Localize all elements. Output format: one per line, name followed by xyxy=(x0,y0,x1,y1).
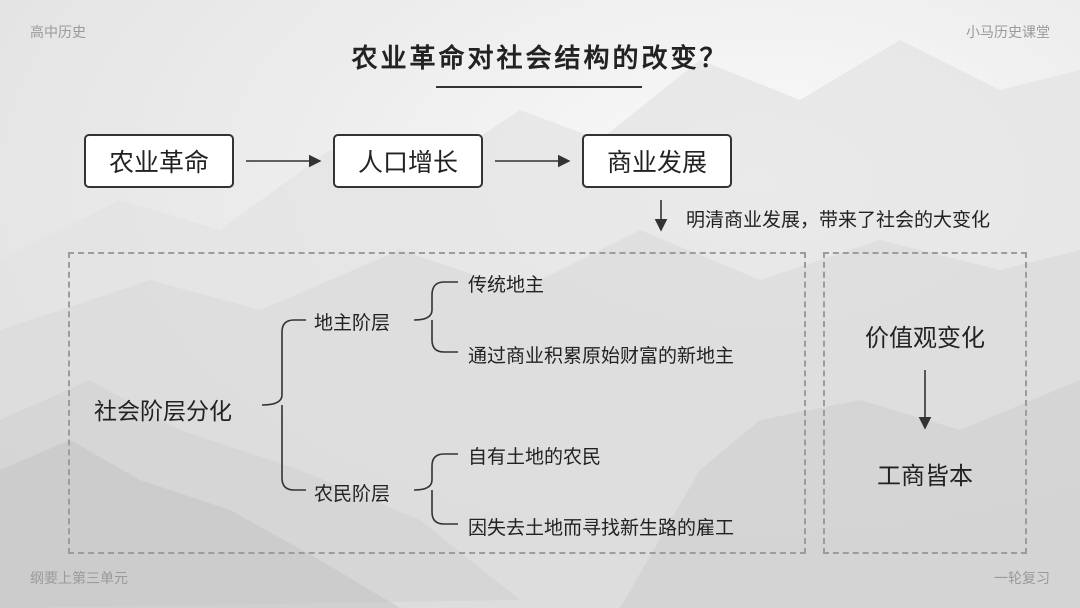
flow-box-commerce-development: 商业发展 xyxy=(582,134,732,188)
footer-unit: 纲要上第三单元 xyxy=(30,571,128,587)
social-strata-panel xyxy=(68,252,806,554)
flow-box-agri-revolution: 农业革命 xyxy=(84,134,234,188)
group-landlord: 地主阶层 xyxy=(314,312,391,334)
item-new-landlord: 通过商业积累原始财富的新地主 xyxy=(468,345,735,367)
item-traditional-landlord: 传统地主 xyxy=(468,274,545,296)
root-social-stratification: 社会阶层分化 xyxy=(94,399,232,425)
values-change: 价值观变化 xyxy=(865,324,985,352)
flow-box-population-growth: 人口增长 xyxy=(333,134,483,188)
title-underline xyxy=(436,86,642,88)
header-channel: 小马历史课堂 xyxy=(966,25,1050,41)
landlord-bracket xyxy=(413,281,458,353)
item-hired-laborer: 因失去土地而寻找新生路的雇工 xyxy=(468,517,735,539)
page-title: 农业革命对社会结构的改变？ xyxy=(351,44,729,74)
values-panel xyxy=(823,252,1027,554)
footer-review: 一轮复习 xyxy=(994,571,1050,587)
item-landed-peasant: 自有土地的农民 xyxy=(468,446,602,468)
values-commerce-fundamental: 工商皆本 xyxy=(877,462,973,490)
group-peasant: 农民阶层 xyxy=(314,483,391,505)
flow-note: 明清商业发展，带来了社会的大变化 xyxy=(686,209,991,231)
header-subject: 高中历史 xyxy=(30,25,86,41)
peasant-bracket xyxy=(413,453,458,525)
root-bracket xyxy=(261,319,306,491)
